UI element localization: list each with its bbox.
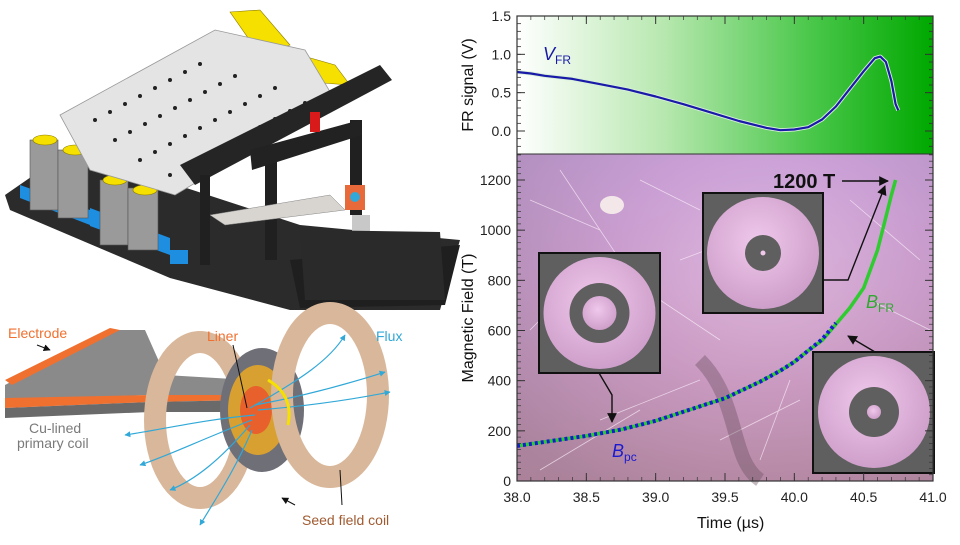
svg-text:40.0: 40.0 [781, 489, 808, 505]
svg-text:1.5: 1.5 [492, 8, 512, 24]
svg-text:400: 400 [488, 373, 512, 389]
svg-text:600: 600 [488, 323, 512, 339]
svg-text:0.5: 0.5 [492, 85, 512, 101]
label-primary-coil-1: Cu-lined [29, 420, 81, 436]
coil-diagram-illustration: Electrode Liner Flux Cu-lined primary co… [5, 302, 402, 528]
y-axis-label-top: FR signal (V) [460, 38, 477, 131]
axes: 1.5 1.0 0.5 0.0 0 200 400 600 800 1000 1200 38.0 38.… [480, 8, 947, 505]
pulsed-power-machine-illustration [5, 9, 460, 310]
vfr-curve [516, 55, 900, 132]
y-axis-label-bottom: Magnetic Field (T) [460, 254, 477, 383]
label-primary-coil-2: primary coil [17, 435, 89, 451]
label-liner: Liner [207, 328, 238, 344]
inset-peak [702, 192, 824, 314]
svg-text:200: 200 [488, 423, 512, 439]
svg-text:1200: 1200 [480, 172, 511, 188]
svg-text:38.0: 38.0 [503, 489, 530, 505]
svg-text:800: 800 [488, 272, 512, 288]
svg-text:38.5: 38.5 [573, 489, 600, 505]
label-bpc: Bpc [612, 441, 637, 464]
svg-text:1000: 1000 [480, 222, 511, 238]
label-bfr: BFR [866, 292, 894, 315]
svg-text:0.0: 0.0 [492, 123, 512, 139]
bfr-curve [516, 179, 898, 448]
top-panel-background [517, 16, 933, 154]
chart-curves [516, 54, 901, 448]
label-vfr: VFR [543, 44, 571, 67]
svg-text:0: 0 [503, 473, 511, 489]
inset-mid [812, 351, 935, 474]
inset-early [538, 252, 661, 374]
svg-text:40.5: 40.5 [850, 489, 877, 505]
label-electrode: Electrode [8, 325, 67, 341]
label-flux: Flux [376, 328, 402, 344]
x-axis-label: Time (µs) [697, 515, 764, 532]
svg-text:39.5: 39.5 [711, 489, 738, 505]
annotation-1200t: 1200 T [773, 171, 835, 193]
label-seed-coil: Seed field coil [302, 512, 389, 528]
svg-text:41.0: 41.0 [919, 489, 946, 505]
svg-text:39.0: 39.0 [642, 489, 669, 505]
svg-text:1.0: 1.0 [492, 46, 512, 62]
